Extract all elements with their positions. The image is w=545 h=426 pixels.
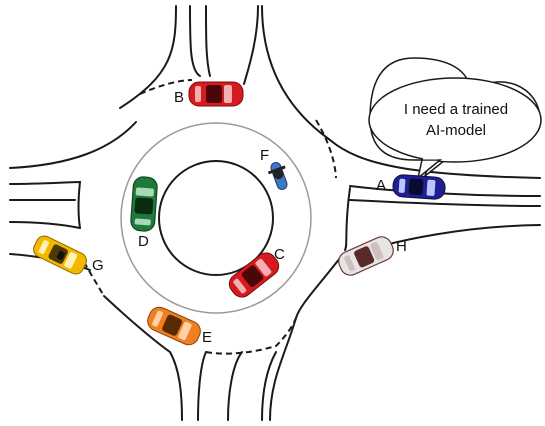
road-edge-bottom-right-inner [261, 351, 277, 421]
yield-line-bottom [205, 317, 297, 355]
road-edges [9, 5, 541, 421]
speech-bubble-tail [416, 159, 443, 180]
road-edge-right-island [344, 187, 351, 251]
road-edge-left-island-top [9, 180, 82, 229]
vehicle-label-b: B [174, 89, 184, 106]
speech-bubble-ellipse [368, 77, 542, 163]
road-edge-top-right-inner [243, 5, 259, 85]
vehicle-d-car-icon [130, 176, 158, 232]
road-edge-bottom-mid [227, 351, 243, 421]
yield-lines [83, 79, 337, 355]
road-edge-bottom-left-outer [103, 295, 183, 421]
vehicle-label-h: H [396, 238, 407, 255]
vehicle-labels: A B C D E F G H [92, 89, 407, 346]
roundabout-lane-divider [120, 122, 312, 314]
vehicle-h-car-icon [338, 236, 394, 276]
road-edge-bottom-right-outer [269, 317, 297, 421]
speech-bubble-line1: I need a trained [404, 101, 508, 118]
vehicle-label-g: G [92, 257, 104, 274]
vehicle-label-e: E [202, 329, 212, 346]
road-edge-top-right-outer [261, 5, 331, 141]
vehicle-e-car-icon [147, 306, 201, 346]
speech-bubble-line2: AI-model [426, 122, 486, 139]
speech-bubble: I need a trained AI-model [368, 57, 542, 180]
yield-line-top [139, 79, 193, 95]
vehicle-g-taxi-icon [33, 235, 87, 275]
vehicle-c-car-icon [228, 252, 280, 298]
central-island [158, 160, 274, 276]
vehicle-b-car-icon [188, 81, 244, 107]
road-edge-top-left-inner [189, 5, 201, 77]
road-edge-left-mid-lower [9, 221, 81, 229]
road-edge-right-lower-inner [349, 199, 541, 207]
yield-line-left [83, 261, 105, 297]
vehicle-a-car-icon [392, 174, 446, 200]
road-edge-top-left-outer [119, 5, 177, 109]
road-edge-right-top [329, 139, 541, 179]
vehicle-label-a: A [376, 177, 386, 194]
road-edge-top-mid [205, 5, 211, 77]
vehicle-f-motorcycle-icon [268, 162, 288, 190]
vehicle-label-f: F [260, 147, 269, 164]
road-edge-right-to-bottom [295, 257, 341, 319]
yield-line-right [315, 119, 337, 179]
road-edge-left-top [9, 121, 137, 169]
road-edge-bottom-left-inner [197, 351, 207, 421]
vehicle-label-c: C [274, 246, 285, 263]
vehicle-label-d: D [138, 233, 149, 250]
